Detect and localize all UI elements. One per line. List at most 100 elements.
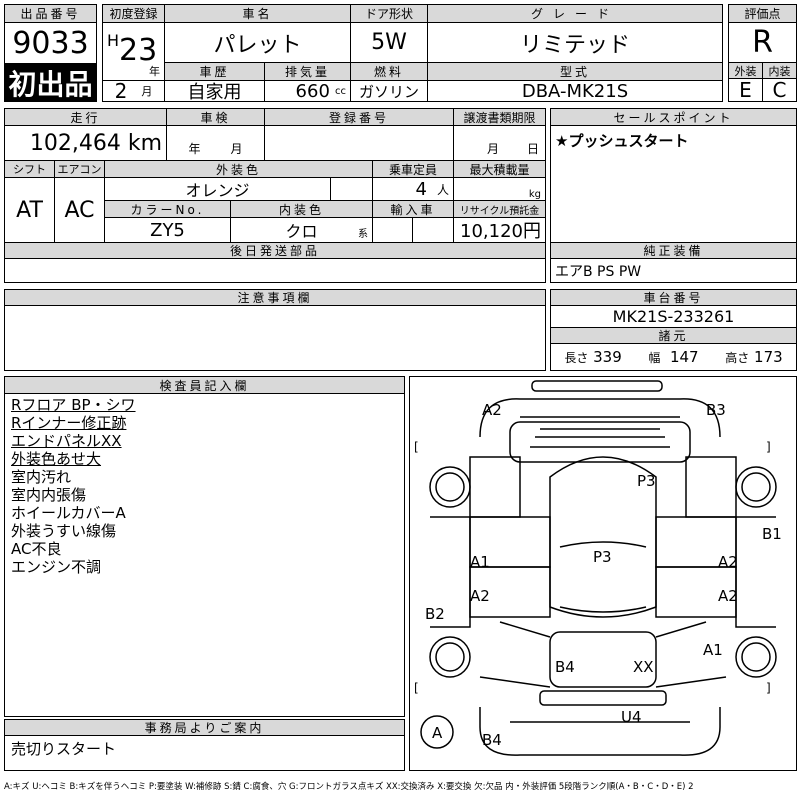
equipment-label: 純正装備 bbox=[550, 242, 797, 259]
inspector-notes: Rフロア BP・シワ Rインナー修正跡 エンドパネルXX 外装色あせ大 室内汚れ… bbox=[4, 393, 405, 717]
ext-grade: E bbox=[728, 78, 763, 102]
reg-year-cell: H 23 年 bbox=[102, 22, 165, 81]
door-value: 5W bbox=[350, 22, 428, 63]
shift-value: AT bbox=[4, 177, 55, 243]
model-value: DBA-MK21S bbox=[427, 80, 723, 102]
import-value-1 bbox=[372, 217, 413, 243]
interior-value: クロ bbox=[285, 222, 318, 241]
ext-label: 外装 bbox=[728, 62, 763, 79]
damage-mark: B3 bbox=[706, 401, 726, 419]
shift-label: シフト bbox=[4, 160, 55, 178]
history-value: 自家用 bbox=[164, 80, 265, 102]
inspector-line: Rフロア BP・シワ bbox=[11, 396, 136, 414]
plate-value bbox=[264, 125, 454, 161]
damage-mark: A2 bbox=[470, 587, 490, 605]
displacement-value: 660 bbox=[295, 80, 330, 102]
inspector-label: 検査員記入欄 bbox=[4, 376, 405, 394]
color-no-label: カラーNo. bbox=[104, 200, 231, 218]
inspector-line: AC不良 bbox=[11, 540, 62, 558]
interior-label: 内装色 bbox=[230, 200, 373, 218]
recycle-label: リサイクル預託金 bbox=[453, 200, 546, 218]
lot-label: 出品番号 bbox=[4, 4, 97, 23]
capacity-unit: 人 bbox=[436, 182, 449, 197]
bracket: [ bbox=[414, 681, 419, 695]
damage-mark: B2 bbox=[425, 605, 445, 623]
color-value: オレンジ bbox=[104, 177, 331, 201]
damage-mark: A2 bbox=[718, 553, 738, 571]
damage-mark: B4 bbox=[482, 731, 502, 749]
ac-label: エアコン bbox=[54, 160, 105, 178]
load-unit: kg bbox=[453, 177, 546, 201]
height-value: 173 bbox=[754, 348, 783, 366]
car-outline-icon bbox=[420, 380, 777, 756]
mileage-label: 走行 bbox=[4, 108, 167, 126]
damage-mark: XX bbox=[633, 658, 654, 676]
score-value: R bbox=[728, 22, 797, 63]
damage-mark: A2 bbox=[482, 401, 502, 419]
inspection-month-unit: 月 bbox=[230, 142, 243, 156]
inspection-label: 車検 bbox=[166, 108, 265, 126]
model-label: 型式 bbox=[427, 62, 723, 81]
transfer-day-unit: 日 bbox=[526, 142, 539, 156]
damage-mark: A2 bbox=[718, 587, 738, 605]
specs-values: 長さ 339 幅 147 高さ 173 bbox=[550, 343, 797, 371]
car-diagram: A2 B3 P3 B1 A1 P3 A2 A2 A2 B2 A1 B4 XX U… bbox=[409, 376, 797, 771]
load-label: 最大積載量 bbox=[453, 160, 546, 178]
inspector-line: 外装うすい線傷 bbox=[11, 522, 117, 540]
later-parts-value bbox=[4, 258, 546, 283]
car-name: パレット bbox=[164, 22, 351, 63]
length-label: 長さ bbox=[564, 351, 589, 365]
inspection-year-unit: 年 bbox=[188, 142, 201, 156]
width-label: 幅 bbox=[648, 351, 661, 365]
import-label: 輸入車 bbox=[372, 200, 454, 218]
transfer-label: 譲渡書類期限 bbox=[453, 108, 546, 126]
recycle-value: 10,120円 bbox=[453, 217, 546, 243]
fuel-value: ガソリン bbox=[350, 80, 428, 102]
reg-label: 初度登録 bbox=[102, 4, 165, 23]
history-label: 車歴 bbox=[164, 62, 265, 81]
length-value: 339 bbox=[593, 348, 622, 366]
grade-value: リミテッド bbox=[427, 22, 723, 63]
damage-mark: B4 bbox=[555, 658, 575, 676]
fuel-label: 燃料 bbox=[350, 62, 428, 81]
int-label: 内装 bbox=[762, 62, 797, 79]
sales-label: セールスポイント bbox=[550, 108, 797, 126]
capacity-label: 乗車定員 bbox=[372, 160, 454, 178]
displacement-unit: cc bbox=[335, 85, 346, 97]
reg-year-unit: 年 bbox=[149, 65, 160, 78]
import-value-2 bbox=[412, 217, 454, 243]
color-label: 外装色 bbox=[104, 160, 373, 178]
int-grade: C bbox=[762, 78, 797, 102]
office-label: 事務局よりご案内 bbox=[4, 719, 405, 736]
color-extra bbox=[330, 177, 373, 201]
capacity-value: 4 bbox=[415, 178, 427, 200]
mileage-value: 102,464 km bbox=[4, 125, 167, 161]
inspector-line: エンドパネルXX bbox=[11, 432, 122, 450]
ac-value: AC bbox=[54, 177, 105, 243]
reg-month: 2 bbox=[114, 80, 128, 102]
reg-month-unit: 月 bbox=[141, 85, 153, 98]
notes-value bbox=[4, 305, 546, 371]
specs-label: 諸元 bbox=[550, 327, 797, 344]
damage-mark: A1 bbox=[703, 641, 723, 659]
height-label: 高さ bbox=[725, 351, 750, 365]
first-listing-badge: 初出品 bbox=[4, 63, 97, 102]
displacement-label: 排気量 bbox=[264, 62, 351, 81]
bracket: ] bbox=[766, 440, 771, 454]
damage-mark: U4 bbox=[621, 708, 642, 726]
plate-label: 登録番号 bbox=[264, 108, 454, 126]
bracket: [ bbox=[414, 440, 419, 454]
color-no-value: ZY5 bbox=[104, 217, 231, 243]
inspector-line: 室内汚れ bbox=[11, 468, 72, 486]
inspector-line: エンジン不調 bbox=[11, 558, 102, 576]
width-value: 147 bbox=[669, 348, 699, 366]
score-label: 評価点 bbox=[728, 4, 797, 23]
chassis-label: 車台番号 bbox=[550, 289, 797, 306]
chassis-value: MK21S-233261 bbox=[550, 305, 797, 328]
damage-mark: A1 bbox=[470, 553, 490, 571]
equipment-value: エアB PS PW bbox=[550, 258, 797, 283]
damage-mark: P3 bbox=[637, 472, 656, 490]
inspector-line: Rインナー修正跡 bbox=[11, 414, 127, 432]
bracket: ] bbox=[766, 681, 771, 695]
